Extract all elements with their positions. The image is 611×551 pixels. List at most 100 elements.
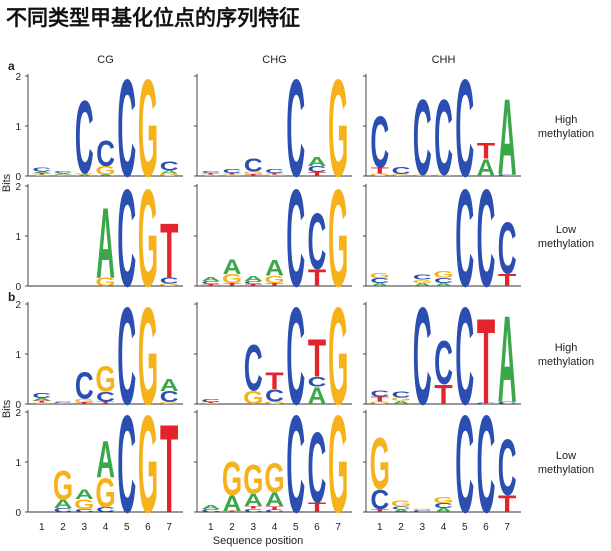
y-tick-label: 1: [15, 458, 21, 469]
logo-letter-G: G: [159, 401, 179, 404]
logo-letter-A: A: [265, 488, 284, 510]
logo-letter-C: C: [223, 168, 242, 174]
logo-letter-A: A: [96, 174, 115, 176]
logo-letter-T: T: [202, 173, 220, 175]
logo-letter-C: C: [117, 52, 136, 206]
logo-letter-C: C: [54, 401, 73, 403]
logo-letter-C: C: [265, 386, 284, 406]
logo-letter-A: A: [75, 174, 94, 176]
logo-letter-C: C: [434, 277, 453, 285]
logo-letter-C: C: [160, 276, 179, 285]
logo-letter-G: G: [264, 274, 284, 286]
x-tick-label: 7: [335, 522, 341, 533]
logo-letter-C: C: [477, 388, 496, 542]
x-tick-label: 6: [483, 522, 489, 533]
logo-letter-G: G: [53, 464, 73, 510]
x-tick-label: 2: [60, 522, 66, 533]
logo-letter-C: C: [392, 390, 411, 399]
logo-letter-A: A: [160, 170, 179, 175]
logo-letter-T: T: [160, 401, 178, 540]
logo-letter-C: C: [308, 196, 327, 286]
row-label-line: High: [555, 342, 578, 354]
logo-letter-G: G: [264, 401, 284, 405]
logo-letter-T: T: [308, 330, 326, 389]
logo-letter-T: T: [498, 490, 517, 518]
logo-letter-G: G: [412, 174, 432, 176]
logo-letter-A: A: [96, 430, 115, 488]
logo-letter-C: C: [370, 484, 389, 515]
logo-letter-G: G: [222, 453, 242, 507]
logo-letter-A: A: [392, 509, 411, 513]
logo-letter-G: G: [74, 398, 94, 403]
logo-letter-T: T: [223, 282, 241, 287]
logo-letter-T: T: [160, 209, 178, 295]
column-title-cg: CG: [97, 54, 114, 66]
logo-letter-G: G: [138, 280, 158, 434]
logo-letter-G: G: [95, 276, 115, 289]
logo-letter-G: G: [32, 402, 52, 404]
row-label-line: Low: [556, 224, 576, 236]
logo-letter-A: A: [434, 507, 453, 513]
column-title-chh: CHH: [432, 54, 456, 66]
logo-letter-C: C: [201, 170, 220, 173]
logo-letter-G: G: [264, 174, 284, 176]
x-tick-label: 2: [398, 522, 404, 533]
logo-letter-G: G: [370, 272, 390, 280]
y-tick-label: 0: [15, 282, 21, 293]
logo-letter-G: G: [433, 270, 453, 280]
logo-letter-G: G: [264, 456, 284, 502]
x-tick-label: 3: [419, 522, 425, 533]
logo-letter-G: G: [74, 497, 94, 512]
logo-letter-C: C: [455, 52, 474, 206]
logo-letter-G: G: [95, 358, 115, 399]
logo-letter-C: C: [477, 403, 496, 405]
logo-letter-A: A: [370, 282, 389, 287]
logo-letter-A: A: [54, 173, 73, 175]
row-label-line: methylation: [538, 356, 594, 368]
logo-letter-C: C: [308, 410, 327, 524]
logo-letter-T: T: [202, 402, 220, 404]
row-label-line: High: [555, 114, 578, 126]
logo-letter-G: G: [412, 279, 432, 284]
y-tick-label: 1: [15, 122, 21, 133]
logo-letter-G: G: [391, 499, 411, 508]
row-label-line: methylation: [538, 128, 594, 140]
logo-letter-C: C: [477, 162, 496, 316]
logo-letter-C: C: [201, 280, 220, 285]
panel-letter-a: a: [8, 59, 15, 73]
x-tick-label: 7: [166, 522, 172, 533]
logo-letter-T: T: [265, 505, 283, 510]
logo-letter-A: A: [32, 171, 51, 173]
y-tick-label: 2: [15, 72, 21, 83]
logo-letter-T: T: [308, 171, 326, 177]
logo-letter-G: G: [74, 173, 94, 175]
logo-letter-C: C: [413, 77, 432, 198]
logo-letter-G: G: [328, 280, 348, 434]
logo-letter-C: C: [117, 388, 136, 542]
y-tick-label: 0: [15, 172, 21, 183]
x-tick-label: 6: [314, 522, 320, 533]
logo-letter-G: G: [433, 174, 453, 176]
logo-letter-C: C: [32, 166, 51, 172]
logo-letter-C: C: [244, 508, 263, 513]
logo-letter-C: C: [498, 207, 517, 290]
logo-letter-T: T: [244, 284, 262, 287]
logo-letter-G: G: [159, 173, 179, 177]
logo-letter-C: C: [413, 509, 432, 512]
logo-letter-G: G: [243, 171, 263, 175]
logo-letter-T: T: [265, 367, 284, 395]
logo-letter-C: C: [370, 101, 389, 184]
y-tick-label: 2: [15, 182, 21, 193]
logo-letter-G: G: [95, 165, 115, 178]
logo-letter-C: C: [286, 280, 305, 434]
logo-letter-G: G: [328, 162, 348, 316]
logo-letter-A: A: [434, 282, 453, 287]
logo-letter-T: T: [75, 402, 93, 405]
logo-letter-G: G: [32, 174, 52, 176]
logo-letter-G: G: [370, 401, 390, 405]
logo-letter-C: C: [96, 390, 115, 405]
x-tick-label: 1: [377, 522, 383, 533]
logo-letter-C: C: [308, 165, 327, 174]
logo-letter-C: C: [75, 80, 94, 197]
logo-letter-A: A: [201, 276, 220, 282]
